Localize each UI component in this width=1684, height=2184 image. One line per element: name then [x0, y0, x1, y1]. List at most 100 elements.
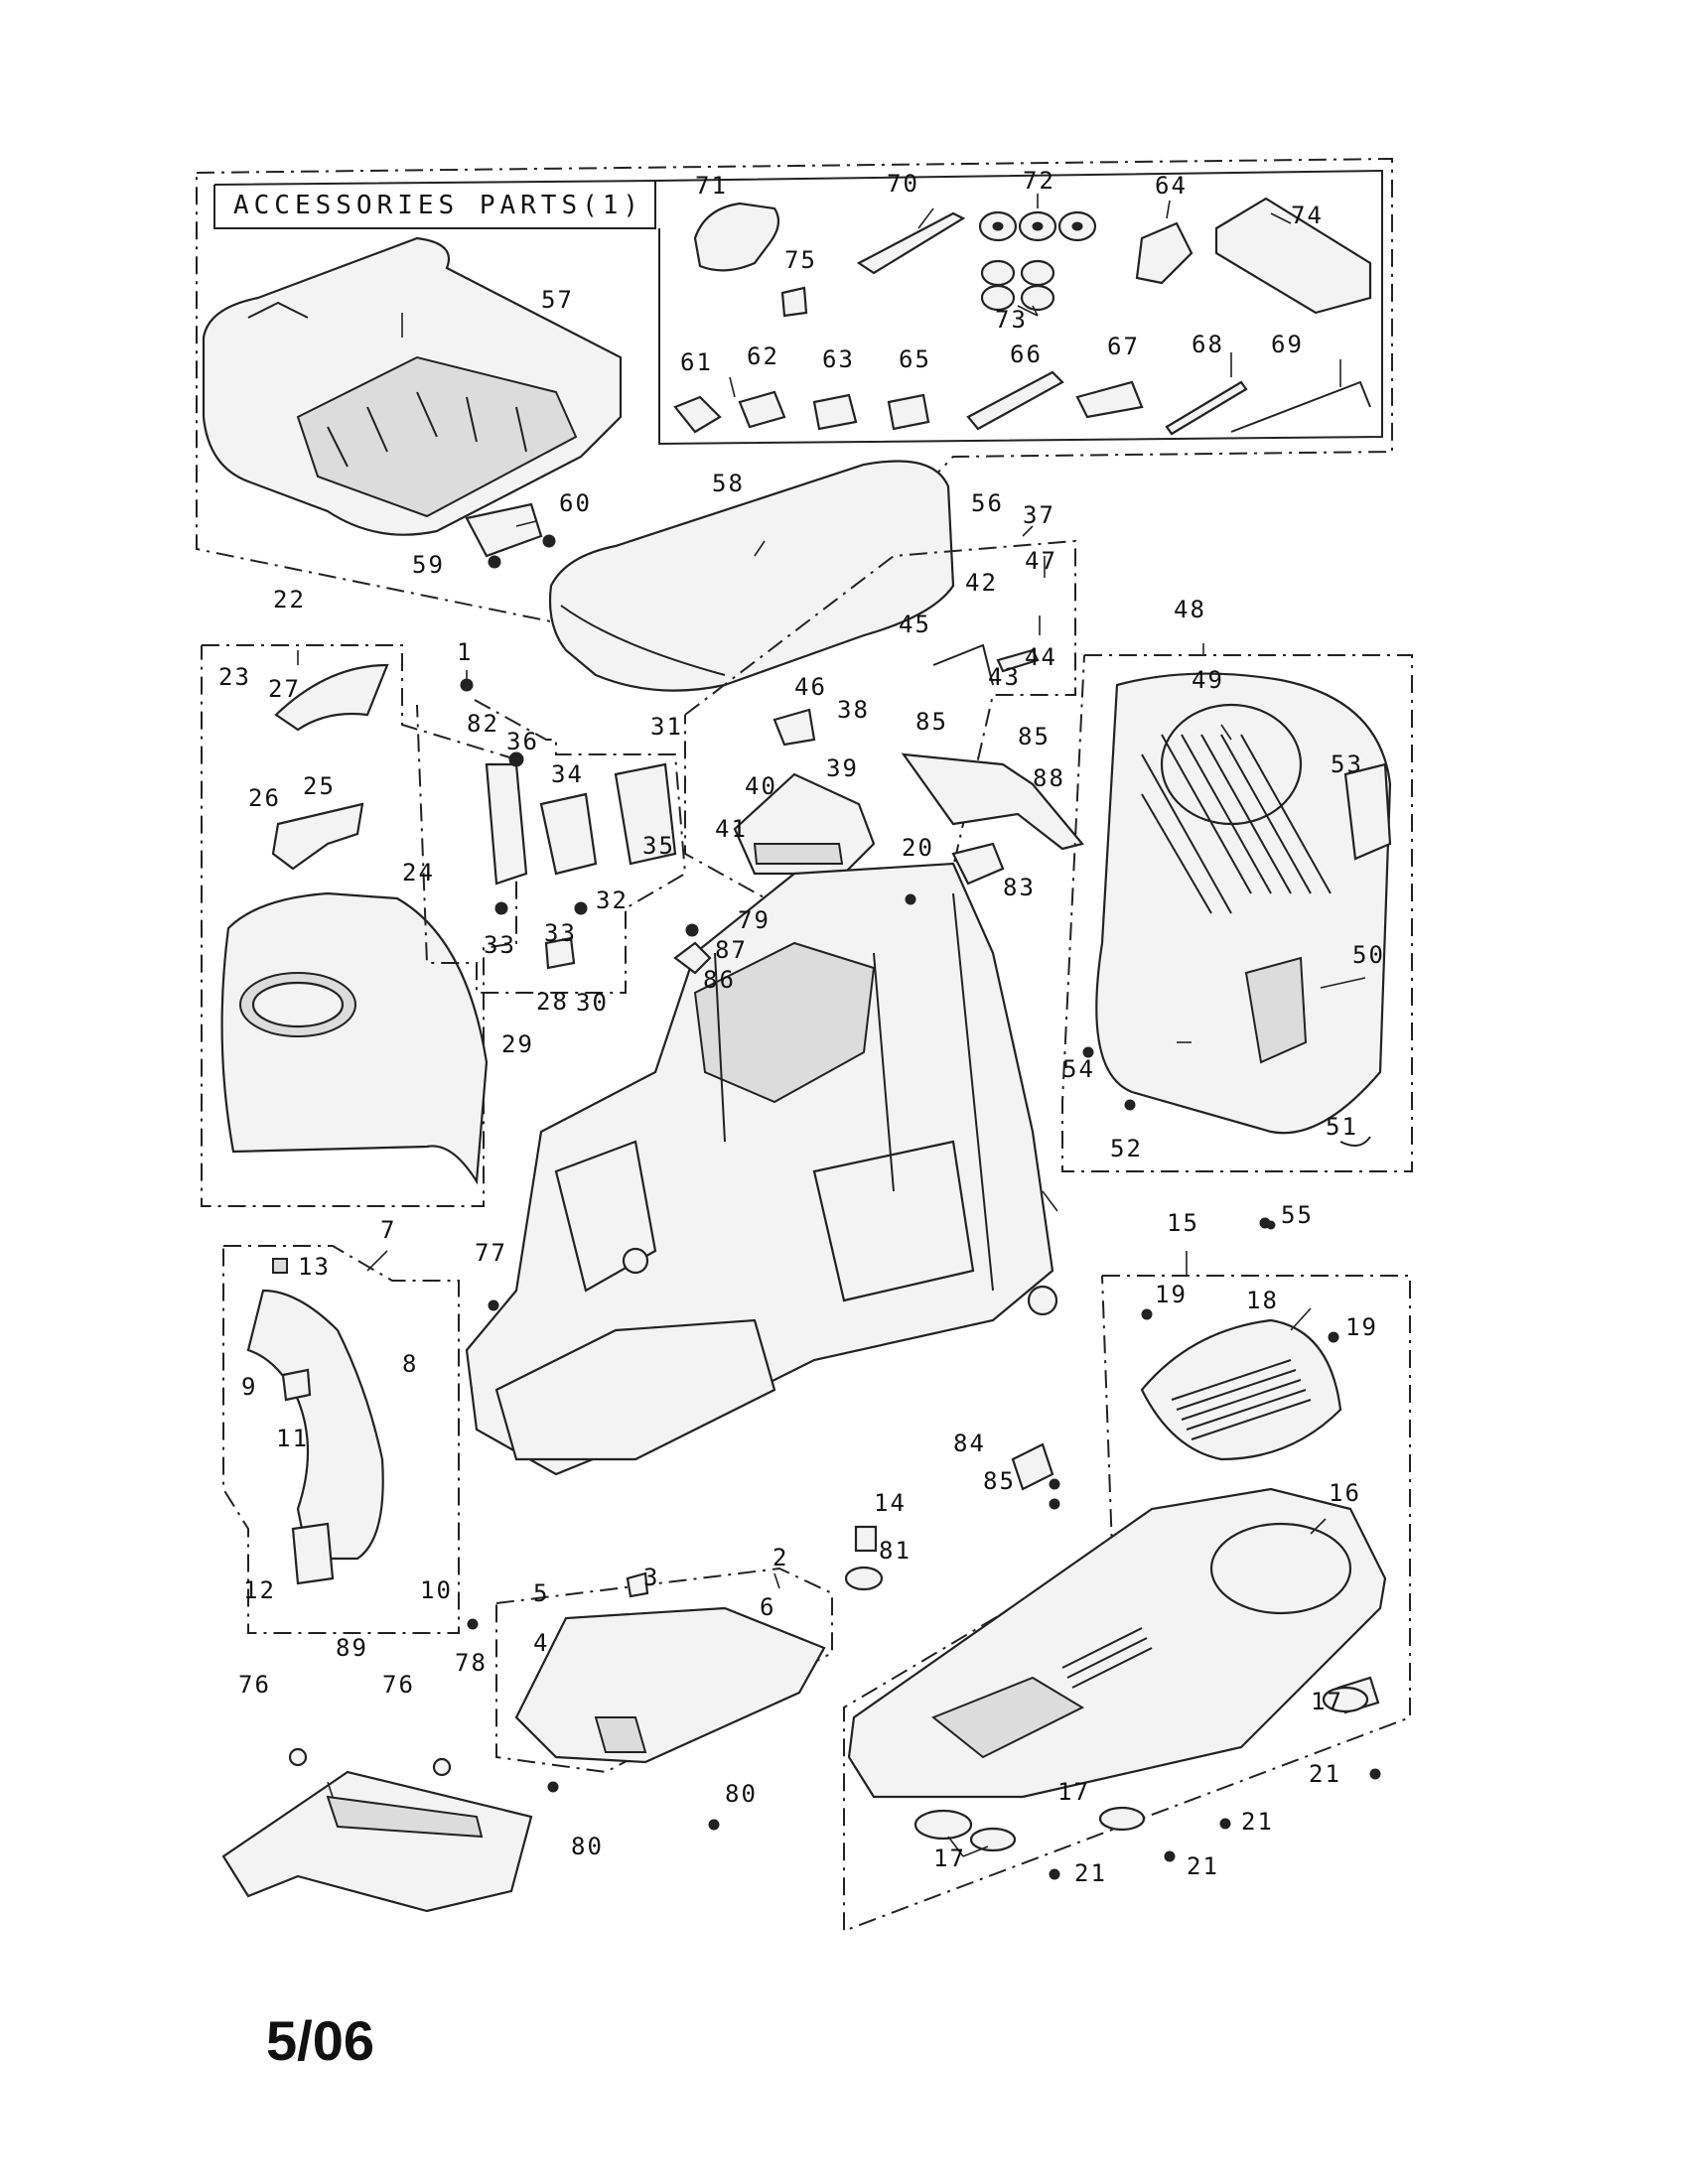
label-7: 7 — [380, 1216, 396, 1244]
label-53: 53 — [1331, 751, 1363, 778]
bobbin-case-71 — [693, 202, 780, 272]
label-62: 62 — [747, 342, 779, 370]
label-26: 26 — [248, 784, 281, 812]
label-38: 38 — [837, 696, 870, 724]
label-65: 65 — [899, 345, 931, 373]
bed-cover-6 — [514, 1606, 826, 1764]
label-21-c: 21 — [1187, 1852, 1219, 1880]
label-8: 8 — [402, 1350, 418, 1378]
label-25: 25 — [303, 772, 336, 800]
screwdriver-66 — [966, 370, 1064, 431]
label-76-b: 76 — [382, 1671, 415, 1699]
cover-11 — [246, 1289, 384, 1561]
accessories-title: ACCESSORIES PARTS(1) — [233, 191, 643, 220]
label-24: 24 — [402, 859, 435, 887]
label-17-b: 17 — [1057, 1778, 1090, 1806]
leader-lines — [297, 194, 1366, 1857]
hex-wrench-69 — [1230, 380, 1371, 433]
fan-cover-slots — [1171, 1359, 1312, 1440]
label-58: 58 — [712, 470, 745, 497]
label-87: 87 — [715, 936, 748, 964]
label-32: 32 — [596, 887, 629, 914]
top-cover-group-37 — [684, 539, 1076, 905]
label-81: 81 — [879, 1537, 912, 1565]
label-52: 52 — [1110, 1135, 1143, 1162]
bracket-88 — [901, 752, 1084, 851]
label-28: 28 — [536, 988, 569, 1016]
label-33-b: 33 — [544, 919, 577, 947]
label-56: 56 — [971, 489, 1004, 517]
bed-cover-group-2 — [495, 1567, 833, 1774]
front-cover-24 — [220, 891, 489, 1185]
label-41: 41 — [715, 815, 748, 843]
bracket-86 — [673, 941, 712, 975]
plate-9 — [281, 1368, 312, 1402]
label-73: 73 — [995, 306, 1028, 334]
foot-62 — [738, 390, 786, 429]
label-54: 54 — [1062, 1055, 1095, 1083]
label-74: 74 — [1291, 202, 1324, 229]
label-29: 29 — [501, 1030, 534, 1058]
label-20: 20 — [902, 834, 934, 862]
label-9: 9 — [241, 1373, 257, 1401]
part-labels: 71 70 72 64 74 75 73 57 61 62 63 65 66 6… — [218, 167, 1385, 1887]
spring-28 — [544, 936, 576, 970]
label-88: 88 — [1033, 764, 1065, 792]
guide-plate-25 — [271, 802, 364, 871]
label-86: 86 — [703, 966, 736, 994]
label-69: 69 — [1271, 331, 1304, 358]
label-19-b: 19 — [1345, 1313, 1378, 1341]
spring-13 — [272, 1258, 288, 1274]
cap-46 — [772, 708, 816, 747]
wire-51 — [1339, 1136, 1371, 1147]
damper-14 — [854, 1525, 878, 1553]
bracket-84 — [1011, 1442, 1054, 1491]
base-plate-group-15 — [843, 1275, 1411, 1933]
label-67: 67 — [1107, 333, 1140, 360]
bobbins-72 — [978, 210, 1097, 242]
rear-cover-vent — [1141, 734, 1332, 914]
label-63: 63 — [822, 345, 855, 373]
label-10: 10 — [420, 1576, 453, 1604]
label-14: 14 — [874, 1489, 907, 1517]
label-21-a: 21 — [1309, 1760, 1341, 1788]
label-50: 50 — [1352, 941, 1385, 969]
label-31: 31 — [650, 713, 683, 741]
cleaning-brush-67 — [1075, 380, 1144, 419]
label-15: 15 — [1167, 1209, 1199, 1237]
label-60: 60 — [559, 489, 592, 517]
bed-extension-89 — [221, 1747, 533, 1913]
label-16: 16 — [1329, 1479, 1361, 1507]
label-35: 35 — [642, 832, 675, 860]
label-79: 79 — [738, 906, 771, 934]
label-11: 11 — [276, 1425, 309, 1452]
label-85-a: 85 — [915, 708, 948, 736]
label-17-c: 17 — [933, 1844, 966, 1872]
label-77: 77 — [475, 1239, 507, 1267]
label-21-b: 21 — [1241, 1808, 1274, 1836]
label-19-a: 19 — [1155, 1281, 1188, 1308]
label-59: 59 — [412, 551, 445, 579]
label-83: 83 — [1003, 874, 1036, 901]
label-71: 71 — [695, 172, 728, 200]
foot-75 — [780, 286, 808, 318]
latch-3 — [626, 1571, 649, 1598]
label-34: 34 — [551, 760, 584, 788]
label-27: 27 — [268, 675, 301, 703]
label-82: 82 — [467, 710, 499, 738]
label-76-a: 76 — [238, 1671, 271, 1699]
plate-12 — [291, 1522, 335, 1585]
label-44: 44 — [1025, 643, 1057, 671]
panel-53 — [1343, 762, 1392, 861]
fan-cover-18 — [1140, 1318, 1342, 1461]
tension-group-31 — [416, 678, 687, 994]
label-2: 2 — [772, 1544, 788, 1571]
base-plate-vent — [1061, 1627, 1153, 1689]
bobbin-winder-group-7 — [222, 1245, 460, 1634]
small-parts — [467, 893, 1381, 1880]
label-51: 51 — [1326, 1113, 1358, 1141]
label-46: 46 — [794, 673, 827, 701]
label-1: 1 — [457, 638, 473, 666]
lever-45 — [932, 643, 994, 686]
label-57: 57 — [541, 286, 574, 314]
